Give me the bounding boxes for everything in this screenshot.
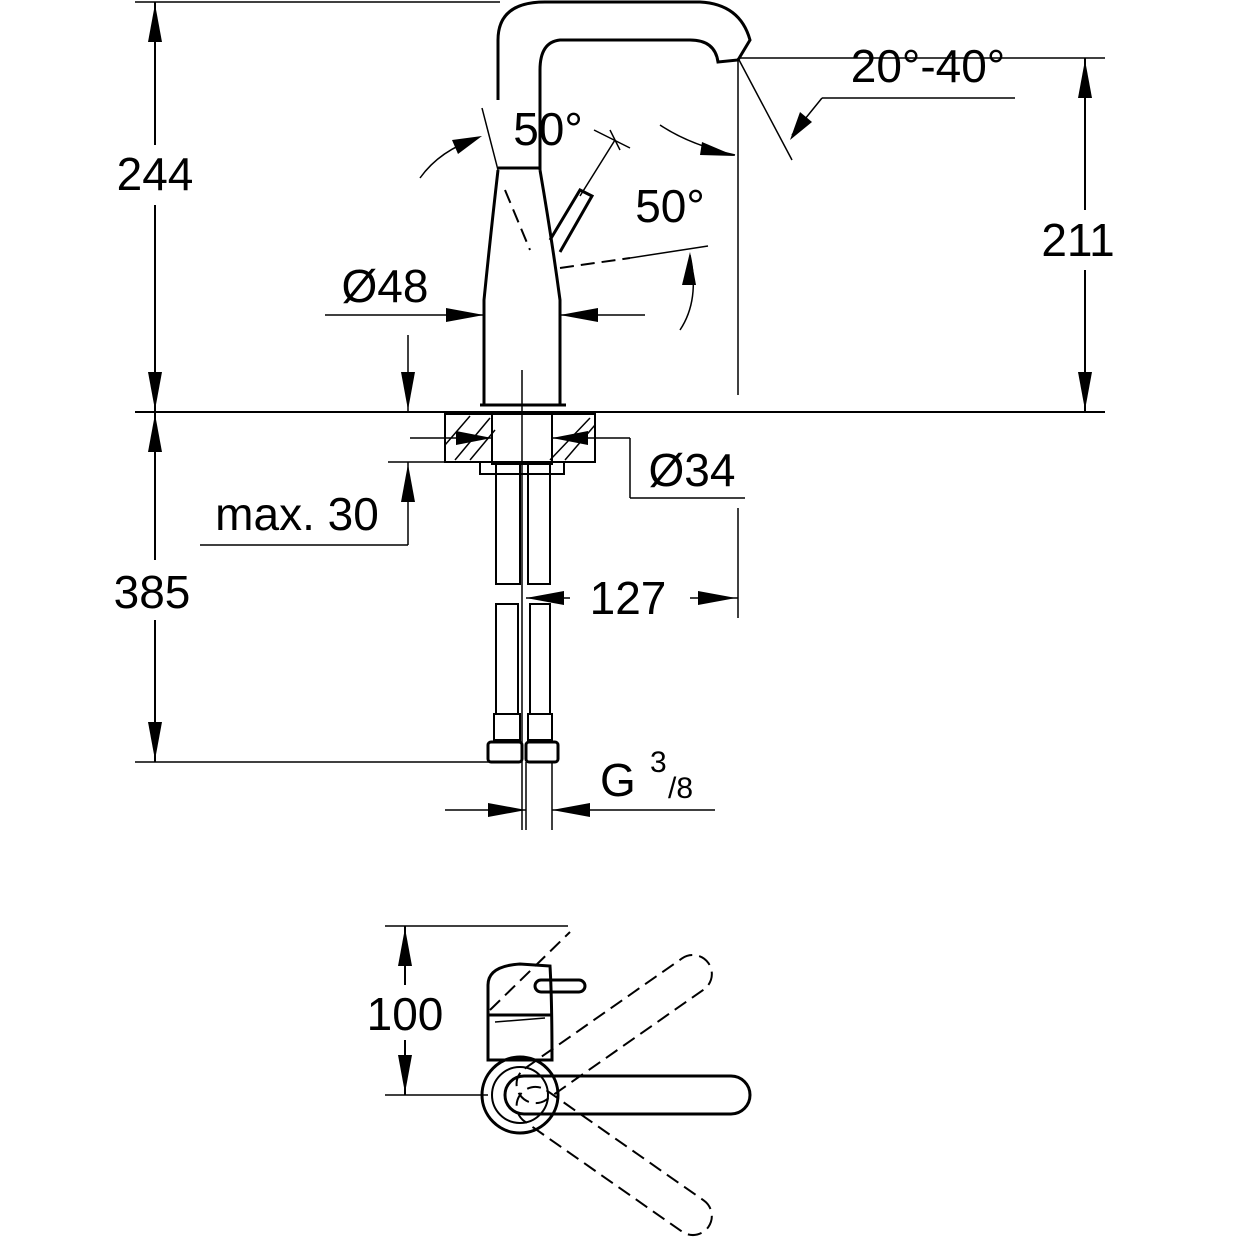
- dim-thread: G 3 /8: [445, 746, 715, 817]
- dim-projection: 127: [526, 508, 739, 624]
- dim-max-thickness: max. 30: [200, 461, 480, 546]
- supply-hoses: [486, 463, 560, 830]
- counter-section: [135, 411, 1105, 475]
- dim-max-thickness-label: max. 30: [215, 488, 379, 540]
- dim-hole-diameter-label: Ø34: [649, 444, 736, 496]
- dim-thread-label: G: [600, 754, 636, 806]
- dim-body-diameter: Ø48: [325, 260, 645, 412]
- dim-spout-angle-label: 20°-40°: [851, 40, 1005, 92]
- dim-top-depth-label: 100: [367, 988, 444, 1040]
- faucet-side-view: [480, 0, 752, 830]
- dim-thread-sup: 3: [650, 746, 667, 779]
- dim-thread-sub: /8: [668, 772, 693, 805]
- dim-lever-angle-top-label: 50°: [513, 103, 583, 155]
- faucet-top-view: [480, 931, 752, 1237]
- dim-385: 385: [100, 412, 490, 763]
- dim-211-label: 211: [1041, 214, 1114, 266]
- dim-lever-angle-side: 50°: [635, 180, 705, 331]
- dim-244: 244: [100, 1, 500, 412]
- dim-hole-diameter: Ø34: [410, 431, 745, 499]
- dim-244-label: 244: [117, 148, 194, 200]
- dim-lever-angle-side-label: 50°: [635, 180, 705, 232]
- dim-lever-angle-top: 50°: [419, 103, 631, 197]
- dim-body-diameter-label: Ø48: [342, 260, 429, 312]
- dim-385-label: 385: [114, 566, 191, 618]
- dim-spout-angle: 20°-40°: [659, 40, 1015, 161]
- dim-top-depth: 100: [355, 925, 568, 1096]
- dim-211: 211: [737, 57, 1140, 412]
- dim-projection-label: 127: [590, 572, 667, 624]
